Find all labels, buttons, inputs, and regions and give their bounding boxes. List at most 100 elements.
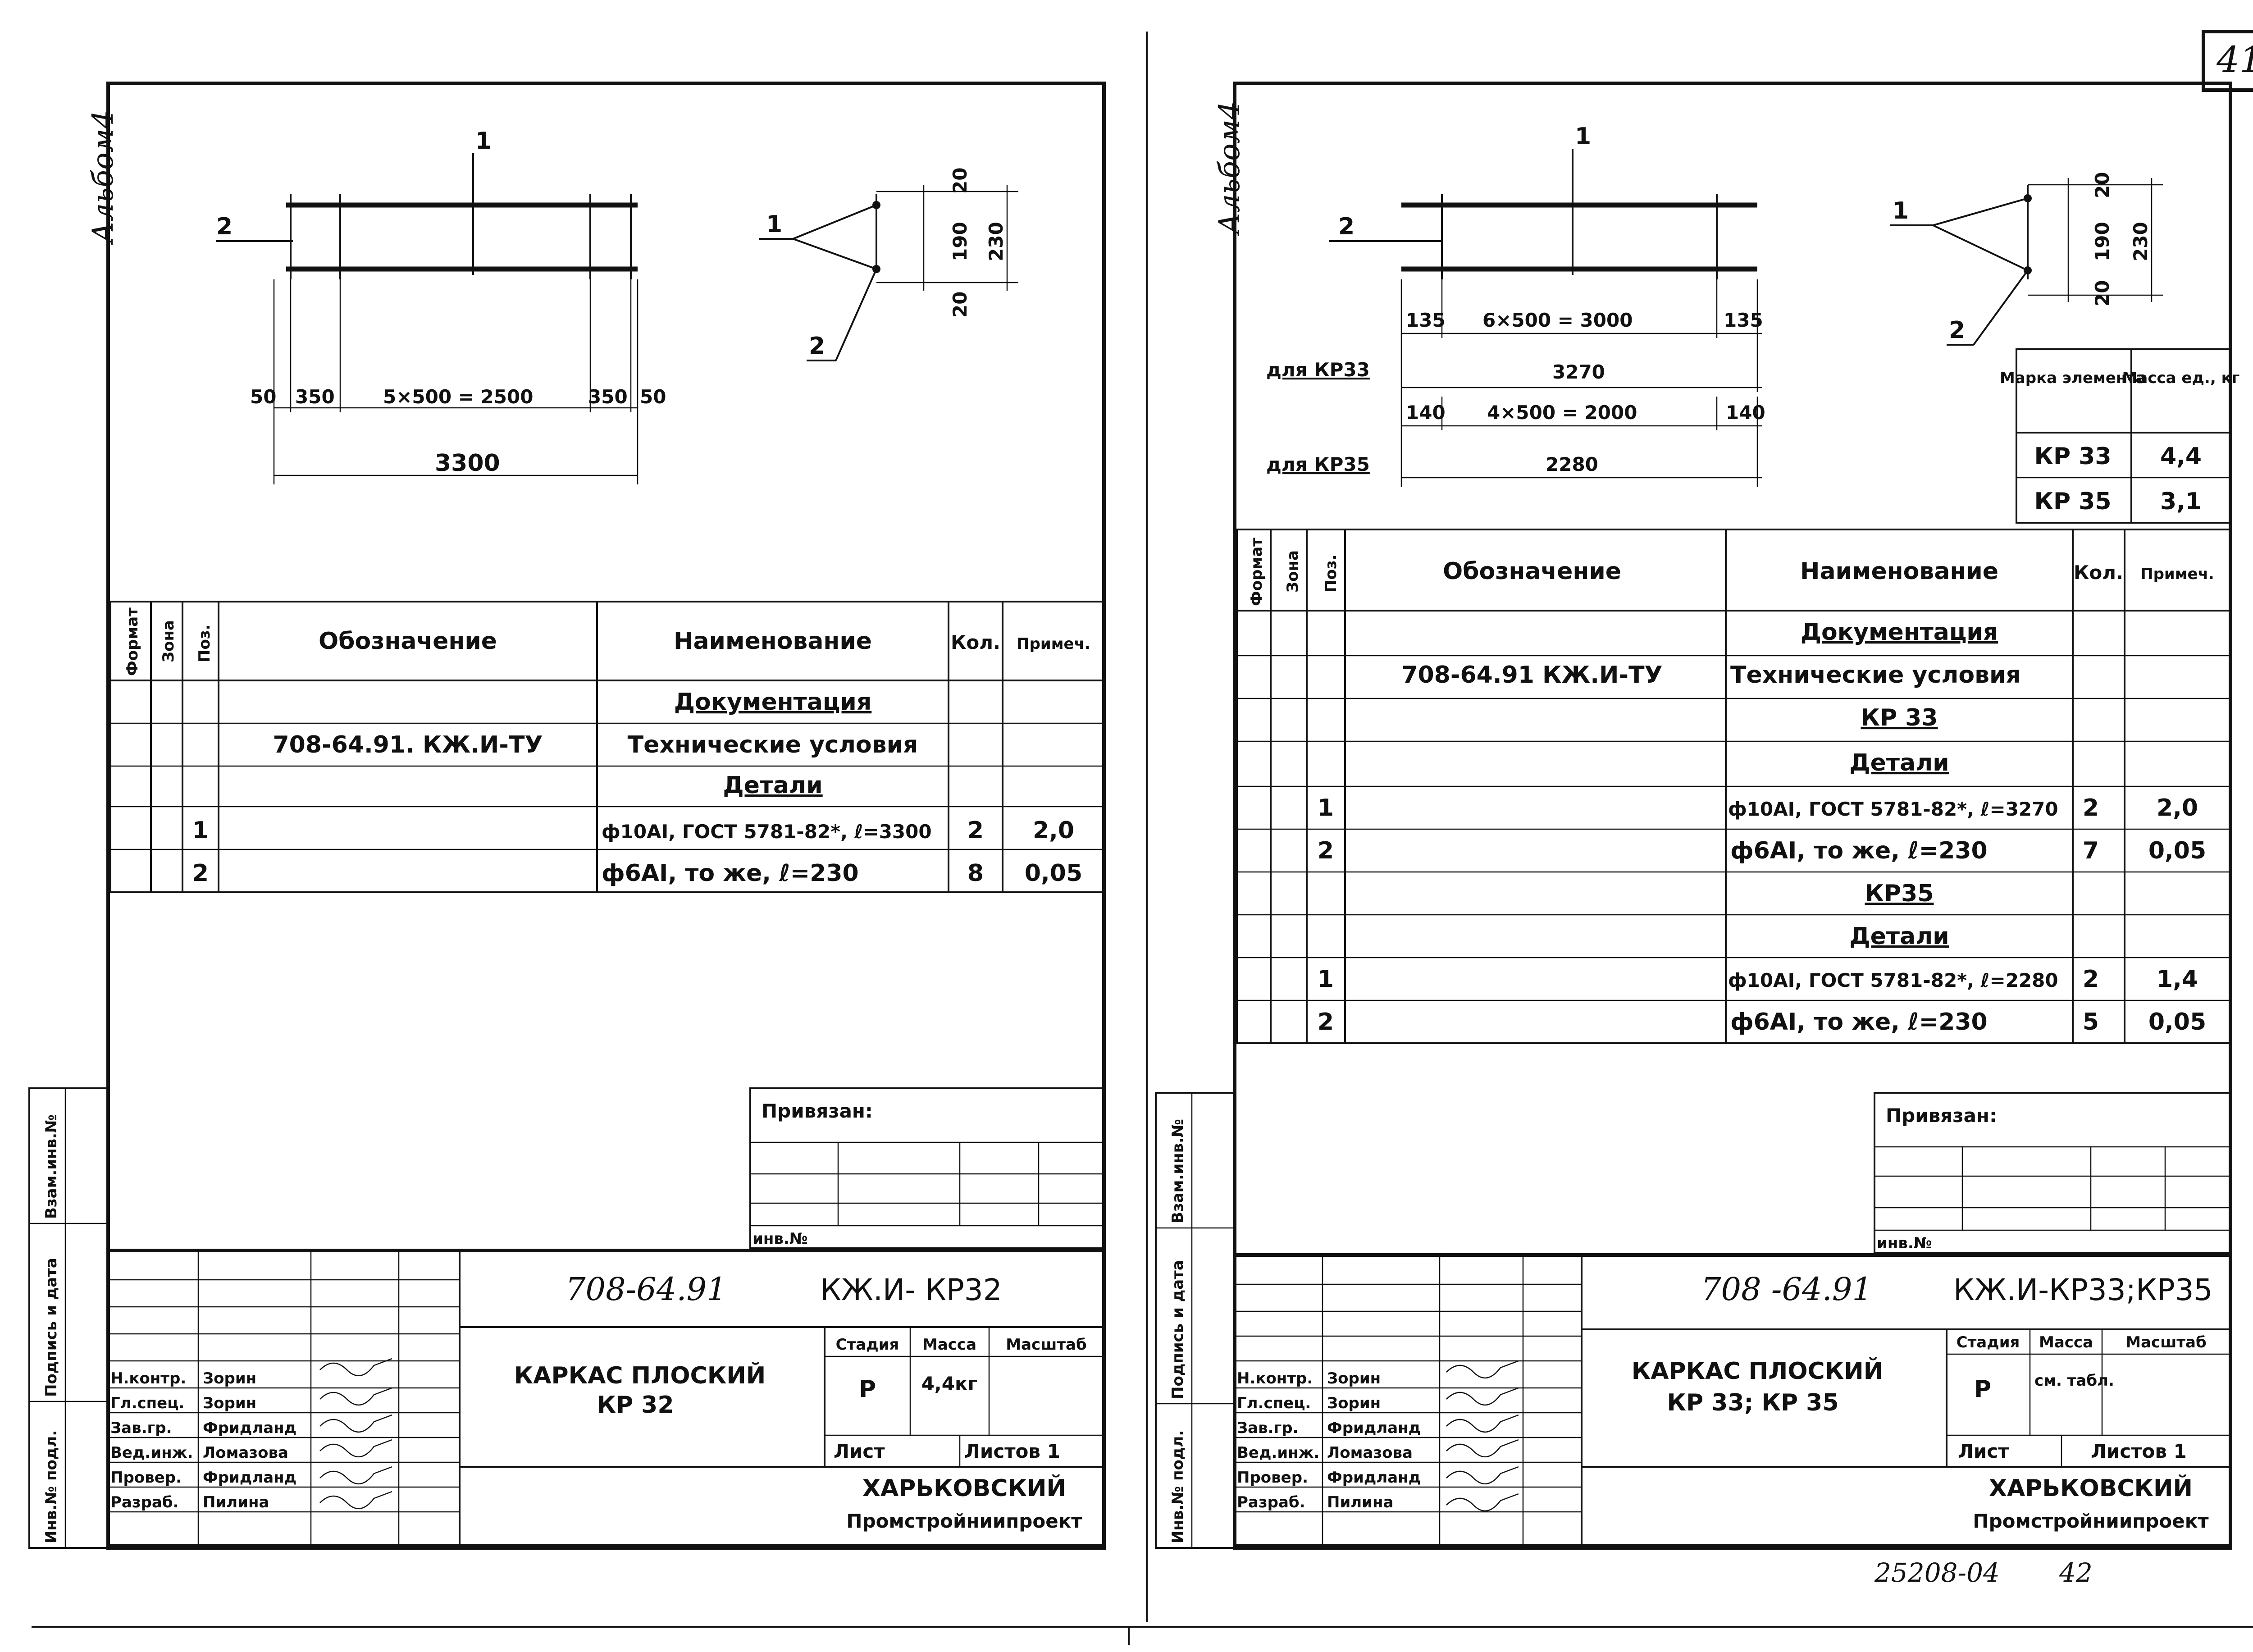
row-naim: Детали xyxy=(723,772,822,799)
inv-podl-label: Инв.№ подл. xyxy=(42,1430,60,1543)
row-poz: 1 xyxy=(192,817,209,844)
row-naim: ф6АI, то же, ℓ=230 xyxy=(1730,837,1988,864)
dim-for33: для КР33 xyxy=(1266,359,1370,381)
row-kol: 2 xyxy=(967,817,984,844)
dim-total: 3300 xyxy=(435,450,500,477)
row-kol: 7 xyxy=(2083,837,2099,864)
vzam-label: Взам.инв.№ xyxy=(42,1114,60,1219)
sec1-callout: 1 xyxy=(1893,197,1909,224)
person-name: Ломазова xyxy=(203,1444,288,1462)
inv-podl-label: Инв.№ подл. xyxy=(1169,1430,1187,1543)
row-naim: ф10АI, ГОСТ 5781-82*, ℓ=3270 xyxy=(1728,798,2058,820)
side-strip: Взам.инв.№ Подпись и дата Инв.№ подл. xyxy=(28,1087,109,1549)
dim-a: 50 xyxy=(250,386,276,408)
stamp-code: 708-64.91 xyxy=(566,1271,727,1308)
row-poz: 1 xyxy=(1318,794,1334,821)
row-prim: 0,05 xyxy=(2148,1009,2206,1036)
mass-row-mass: 4,4 xyxy=(2160,443,2202,470)
person-name: Фридланд xyxy=(203,1469,296,1487)
stadia-header: Стадия xyxy=(1957,1333,2020,1351)
signatures xyxy=(1446,1360,1519,1512)
col-prim: Примеч. xyxy=(2140,565,2214,583)
inv-no-label: инв.№ xyxy=(753,1230,808,1248)
col-zona: Зона xyxy=(1284,550,1302,593)
sec-dim-mid: 190 xyxy=(949,222,971,261)
stadia-value: Р xyxy=(1974,1376,1991,1403)
massa-header: Масса xyxy=(922,1336,976,1354)
col-poz: Поз. xyxy=(1322,555,1340,593)
col-oboz: Обозначение xyxy=(1443,558,1621,585)
row-prim: 0,05 xyxy=(2148,837,2206,864)
dim-for35: для КР35 xyxy=(1266,453,1370,475)
frame-elevation: 1 2 135 6×500 = 3000 135 3270 140 4×500 … xyxy=(1266,123,1765,487)
side-strip: Взам.инв.№ Подпись и дата Инв.№ подл. xyxy=(1155,1092,1236,1549)
page-number-box: 41 xyxy=(2202,30,2253,92)
person-role: Вед.инж. xyxy=(110,1444,193,1462)
list-label: Лист xyxy=(834,1440,885,1462)
privyazan-box: Привязан: инв.№ xyxy=(1874,1092,2231,1254)
stamp-mark: КЖ.И-КР33;КР35 xyxy=(1953,1273,2213,1307)
col-oboz: Обозначение xyxy=(319,628,497,655)
person-role: Гл.спец. xyxy=(1237,1394,1311,1412)
row-kol: 2 xyxy=(2083,794,2099,821)
frame-section: 1 2 20 190 20 230 xyxy=(1890,172,2163,346)
frame-elevation: 1 2 50 350 5×500 = 2500 350 50 3300 xyxy=(216,128,666,484)
sec2-callout: 2 xyxy=(1949,317,1965,344)
row-naim: Документация xyxy=(674,689,872,716)
podpis-label: Подпись и дата xyxy=(42,1258,60,1397)
person-name: Зорин xyxy=(1327,1369,1381,1387)
person-name: Пилина xyxy=(203,1493,269,1511)
org-name1: ХАРЬКОВСКИЙ xyxy=(1989,1474,2193,1502)
listov-label: Листов 1 xyxy=(2091,1440,2187,1462)
col-format: Формат xyxy=(123,607,141,676)
row-naim: КР 33 xyxy=(1861,704,1938,731)
stamp-title1: КАРКАС ПЛОСКИЙ xyxy=(514,1362,766,1389)
sec-dim-top: 20 xyxy=(949,168,971,194)
person-name: Зорин xyxy=(203,1394,256,1412)
spec-table: Формат Зона Поз. Обозначение Наименовани… xyxy=(109,601,1105,893)
person-name: Фридланд xyxy=(203,1419,296,1437)
archive-page: 42 xyxy=(2059,1557,2093,1588)
sec-dim-total: 230 xyxy=(985,222,1007,261)
row-naim: ф10АI, ГОСТ 5781-82*, ℓ=2280 xyxy=(1728,969,2058,991)
person-role: Провер. xyxy=(1237,1469,1308,1487)
sec-dim-total: 230 xyxy=(2130,222,2152,261)
signatures xyxy=(319,1358,392,1510)
stamp-title1: КАРКАС ПЛОСКИЙ xyxy=(1632,1357,1884,1385)
col-naim: Наименование xyxy=(674,628,872,655)
massa-header: Масса xyxy=(2039,1333,2093,1351)
row-prim: 2,0 xyxy=(1033,817,1074,844)
privyazan-label: Привязан: xyxy=(1886,1104,1997,1127)
col-naim: Наименование xyxy=(1800,558,1998,585)
col-kol: Кол. xyxy=(2074,561,2123,584)
row-naim: ф6АI, то же, ℓ=230 xyxy=(602,860,859,887)
mass-table: Марка элемента Масса ед., кг КР 33 4,4 К… xyxy=(2000,348,2239,524)
pos1-callout: 1 xyxy=(1575,123,1591,150)
vzam-label: Взам.инв.№ xyxy=(1169,1119,1187,1223)
frame-section: 1 2 20 190 20 230 xyxy=(759,168,1018,361)
title-block: 708-64.91 КЖ.И- КР32 КАРКАС ПЛОСКИЙ КР 3… xyxy=(106,1249,1106,1550)
dim-d: 50 xyxy=(640,386,666,408)
org-name2: Промстройниипроект xyxy=(846,1510,1082,1532)
left-sheet: Альбом4 1 2 50 350 5×500 = 2500 35 xyxy=(28,82,1106,1550)
person-name: Фридланд xyxy=(1327,1469,1421,1487)
row-kol: 2 xyxy=(2083,966,2099,993)
title-block: 708 -64.91 КЖ.И-КР33;КР35 КАРКАС ПЛОСКИЙ… xyxy=(1233,1253,2232,1550)
person-role: Н.контр. xyxy=(110,1369,186,1387)
person-name: Зорин xyxy=(1327,1394,1381,1412)
dim-total33: 3270 xyxy=(1552,361,1605,383)
sec-dim-mid: 190 xyxy=(2091,222,2113,261)
dim-a: 135 xyxy=(1406,309,1446,331)
row-naim: Детали xyxy=(1849,749,1949,776)
massa-value: см. табл. xyxy=(2034,1372,2114,1390)
row-poz: 2 xyxy=(1318,837,1334,864)
org-name2: Промстройниипроект xyxy=(1973,1510,2209,1532)
dim-mid: 6×500 = 3000 xyxy=(1482,309,1633,331)
masshtab-header: Масштаб xyxy=(1006,1336,1086,1354)
col-kol: Кол. xyxy=(951,631,1000,653)
row-naim: Технические условия xyxy=(628,731,918,758)
person-role: Гл.спец. xyxy=(110,1394,184,1412)
col-poz: Поз. xyxy=(196,625,214,663)
col-zona: Зона xyxy=(160,620,178,662)
